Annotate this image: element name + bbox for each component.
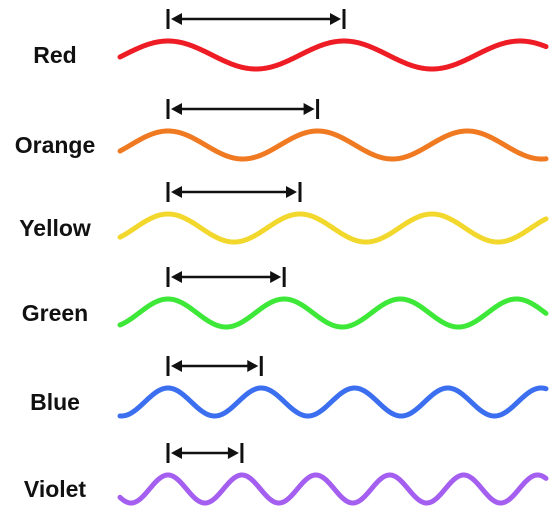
wave-label-green: Green (22, 300, 88, 326)
wave-yellow (117, 211, 549, 245)
arrowhead-left-icon (171, 271, 182, 283)
arrowhead-right-icon (330, 13, 341, 25)
wave-row-green: Green (22, 267, 549, 330)
arrowhead-left-icon (171, 360, 182, 372)
arrowhead-right-icon (227, 447, 239, 459)
arrowhead-right-icon (270, 271, 282, 283)
arrowhead-left-icon (171, 186, 182, 198)
wave-row-violet: Violet (24, 443, 549, 506)
arrowhead-left-icon (171, 103, 182, 115)
wave-red (117, 38, 549, 72)
wave-label-blue: Blue (30, 389, 80, 415)
wave-violet (117, 472, 549, 506)
wave-row-orange: Orange (15, 99, 549, 162)
wave-row-blue: Blue (30, 356, 549, 419)
wave-green (117, 296, 549, 330)
wave-row-red: Red (33, 9, 549, 72)
arrowhead-right-icon (286, 186, 297, 198)
arrowhead-right-icon (247, 360, 259, 372)
arrowhead-left-icon (171, 447, 182, 459)
wave-blue (117, 385, 549, 419)
wave-label-violet: Violet (24, 476, 87, 502)
wave-label-red: Red (33, 42, 76, 68)
wave-label-orange: Orange (15, 132, 96, 158)
arrowhead-left-icon (171, 13, 182, 25)
arrowhead-right-icon (303, 103, 315, 115)
wave-label-yellow: Yellow (19, 215, 91, 241)
wave-orange (117, 128, 549, 162)
wave-row-yellow: Yellow (19, 182, 549, 245)
